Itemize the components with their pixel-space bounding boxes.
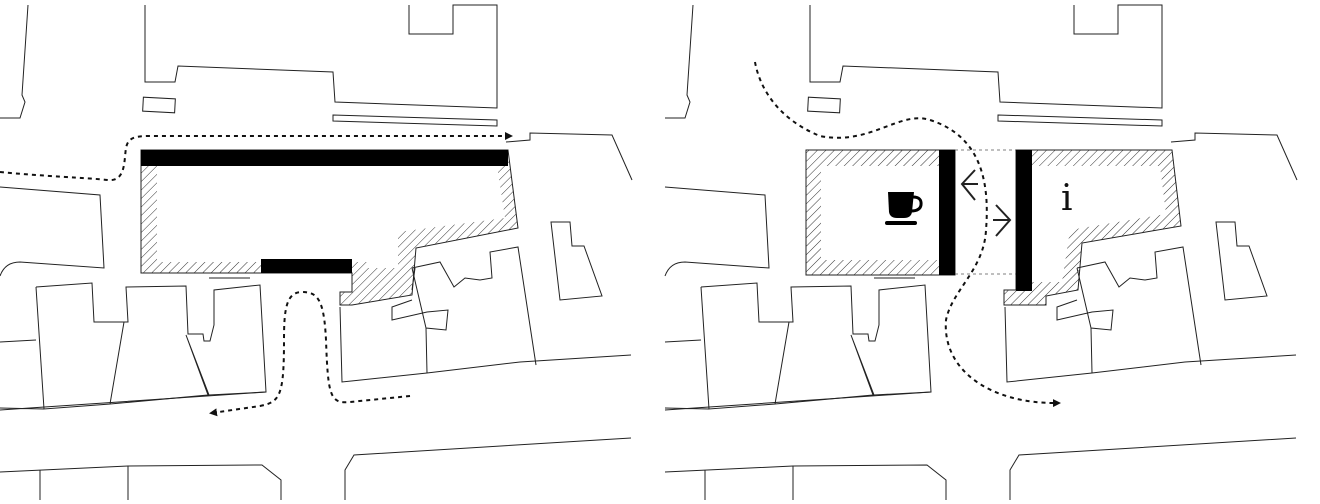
building-outline [391, 246, 537, 374]
building-outline [997, 114, 1163, 127]
entry-chevron-icon [960, 169, 978, 201]
pedestrian-path-arrow [0, 132, 513, 182]
building-outline [35, 282, 267, 410]
building-outline [0, 339, 37, 343]
building-outline [807, 96, 841, 114]
street-edge [1004, 306, 1297, 383]
building-outline [550, 221, 603, 301]
panel-after: i [664, 4, 1298, 500]
cafe-wall [939, 150, 955, 275]
cafe-block-interior [821, 166, 939, 260]
street-edge [0, 4, 29, 119]
street-edge [664, 391, 947, 500]
info-icon: i [1061, 178, 1073, 219]
building-outline [0, 186, 105, 277]
building-outline [142, 96, 176, 114]
pedestrian-path-arrow [754, 61, 1061, 408]
panel-before [0, 4, 633, 500]
entry-chevron-icon [993, 204, 1012, 237]
building-outline [505, 132, 633, 181]
building-outline [664, 186, 770, 277]
street-edge [39, 437, 632, 500]
building-wall-bottom [261, 259, 352, 273]
coffee-cup-icon [885, 192, 923, 225]
building-outline [809, 4, 1163, 109]
building-outline [664, 339, 702, 343]
building-outline [1056, 246, 1202, 374]
street-edge [704, 437, 1297, 500]
building-outline [1170, 132, 1298, 181]
building-outline [144, 4, 498, 109]
building-wall-top [141, 150, 508, 166]
info-block-interior [1030, 166, 1166, 282]
street-edge [0, 391, 282, 500]
street-edge [665, 4, 694, 119]
building-outline [700, 282, 932, 410]
info-wall [1016, 150, 1032, 291]
street-edge [339, 306, 632, 383]
building-outline [1215, 221, 1268, 301]
site-interior [157, 166, 505, 268]
pedestrian-path-arrow [209, 290, 411, 417]
building-outline [332, 114, 498, 127]
